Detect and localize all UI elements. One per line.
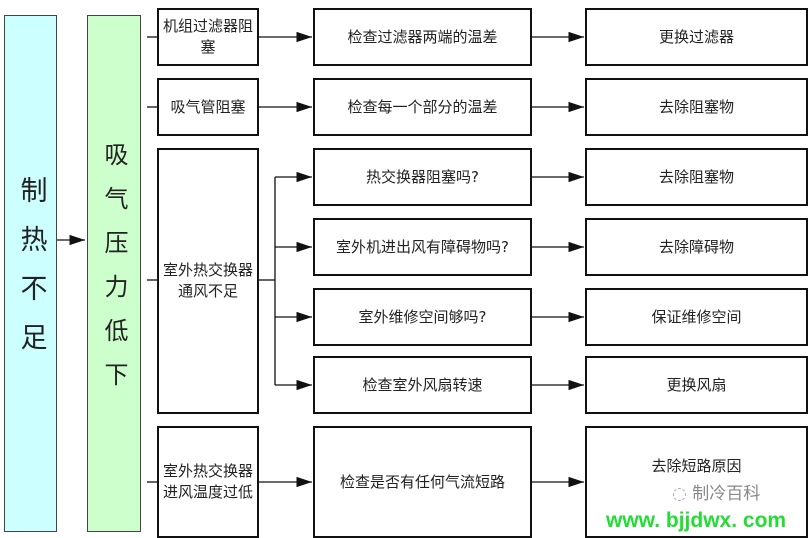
solution-label: 去除阻塞物 <box>658 167 734 186</box>
solution-box: 去除阻塞物 <box>585 78 808 136</box>
check-label: 检查每一个部分的温差 <box>347 97 498 116</box>
solution-box: 更换过滤器 <box>585 8 808 66</box>
check-box: 检查过滤器两端的温差 <box>313 8 532 66</box>
solution-box: 去除障碍物 <box>585 218 808 276</box>
solution-box: 去除短路原因 <box>585 426 808 538</box>
check-label: 室外维修空间够吗? <box>358 307 487 326</box>
check-label: 热交换器阻塞吗? <box>366 167 479 186</box>
wechat-icon: ◌ <box>672 484 687 504</box>
check-label: 检查是否有任何气流短路 <box>339 472 505 491</box>
solution-box: 更换风扇 <box>585 356 808 414</box>
cause-label: 室外热交换器进风温度过低 <box>163 462 254 501</box>
cause-label: 室外热交换器通风不足 <box>163 261 254 300</box>
solution-label: 更换风扇 <box>666 375 727 394</box>
solution-label: 更换过滤器 <box>658 27 734 46</box>
check-label: 室外机进出风有障碍物吗? <box>336 237 509 256</box>
check-box: 室外机进出风有障碍物吗? <box>313 218 532 276</box>
check-label: 检查室外风扇转速 <box>362 375 483 394</box>
symptom-label: 吸气压力低下 <box>100 141 128 406</box>
check-box: 检查每一个部分的温差 <box>313 78 532 136</box>
watermark-brand: ◌ 制冷百科 <box>672 484 760 504</box>
solution-label: 去除障碍物 <box>658 237 734 256</box>
solution-label: 去除阻塞物 <box>658 97 734 116</box>
check-box: 检查是否有任何气流短路 <box>313 426 532 538</box>
watermark-url: www. bjjdwx. com <box>606 509 787 532</box>
solution-box: 去除阻塞物 <box>585 148 808 206</box>
check-box: 检查室外风扇转速 <box>313 356 532 414</box>
check-box: 室外维修空间够吗? <box>313 288 532 346</box>
cause-box: 机组过滤器阻塞 <box>157 8 259 66</box>
solution-label: 保证维修空间 <box>651 307 742 326</box>
cause-label: 吸气管阻塞 <box>170 97 246 116</box>
solution-box: 保证维修空间 <box>585 288 808 346</box>
cause-box: 室外热交换器通风不足 <box>157 148 259 414</box>
cause-label: 机组过滤器阻塞 <box>163 17 254 56</box>
solution-label: 去除短路原因 <box>651 457 742 475</box>
check-box: 热交换器阻塞吗? <box>313 148 532 206</box>
root-problem-label: 制热不足 <box>15 175 47 372</box>
symptom-box: 吸气压力低下 <box>87 15 141 532</box>
cause-box: 吸气管阻塞 <box>157 78 259 136</box>
check-label: 检查过滤器两端的温差 <box>347 27 498 46</box>
root-problem-box: 制热不足 <box>4 15 57 532</box>
cause-box: 室外热交换器进风温度过低 <box>157 426 259 538</box>
watermark-brand-text: 制冷百科 <box>692 484 761 504</box>
